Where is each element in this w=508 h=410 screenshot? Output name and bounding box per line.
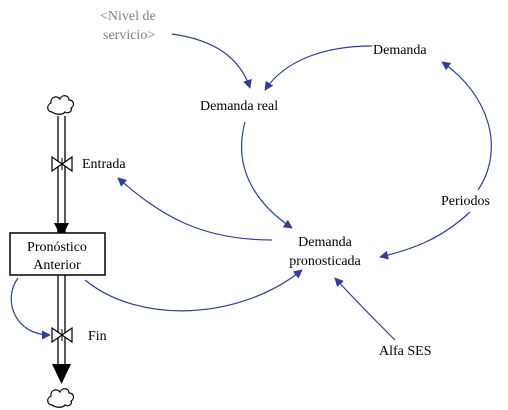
outflow-pipe: [52, 275, 71, 384]
demanda-pronosticada-label-2: pronosticada: [289, 254, 361, 269]
link-nivel-to-demanda-real: [171, 33, 252, 89]
demanda-real-label: Demanda real: [200, 99, 278, 114]
pronostico-anterior-stock: [9, 232, 106, 276]
source-cloud-icon: [47, 95, 75, 115]
demanda-pronosticada-label-1: Demanda: [298, 235, 352, 250]
fin-label: Fin: [88, 329, 107, 344]
link-demanda-to-demanda-real: [264, 45, 373, 91]
link-pronostico-anterior-to-pronosticada: [84, 269, 303, 312]
link-pronostico-anterior-to-fin: [10, 277, 51, 340]
sink-cloud-icon: [47, 388, 75, 408]
link-demanda-real-to-pronosticada: [241, 121, 293, 229]
entrada-label: Entrada: [82, 157, 126, 172]
fin-valve-icon: [51, 326, 73, 344]
link-periodos-to-pronosticada: [379, 211, 471, 260]
pronostico-anterior-label-2: Anterior: [33, 258, 81, 273]
periodos-label: Periodos: [441, 194, 490, 209]
link-periodos-to-demanda: [441, 61, 492, 191]
alfa-ses-label: Alfa SES: [379, 344, 432, 359]
inflow-pipe: [54, 116, 69, 238]
demanda-label: Demanda: [373, 43, 427, 58]
nivel-servicio-label-1: <Nivel de: [100, 9, 156, 24]
nivel-servicio-label-2: servicio>: [103, 28, 155, 43]
entrada-valve-icon: [51, 155, 73, 173]
pronostico-anterior-label-1: Pronóstico: [27, 240, 87, 255]
link-alfa-to-pronosticada: [334, 277, 396, 341]
link-pronosticada-to-entrada: [117, 177, 273, 241]
